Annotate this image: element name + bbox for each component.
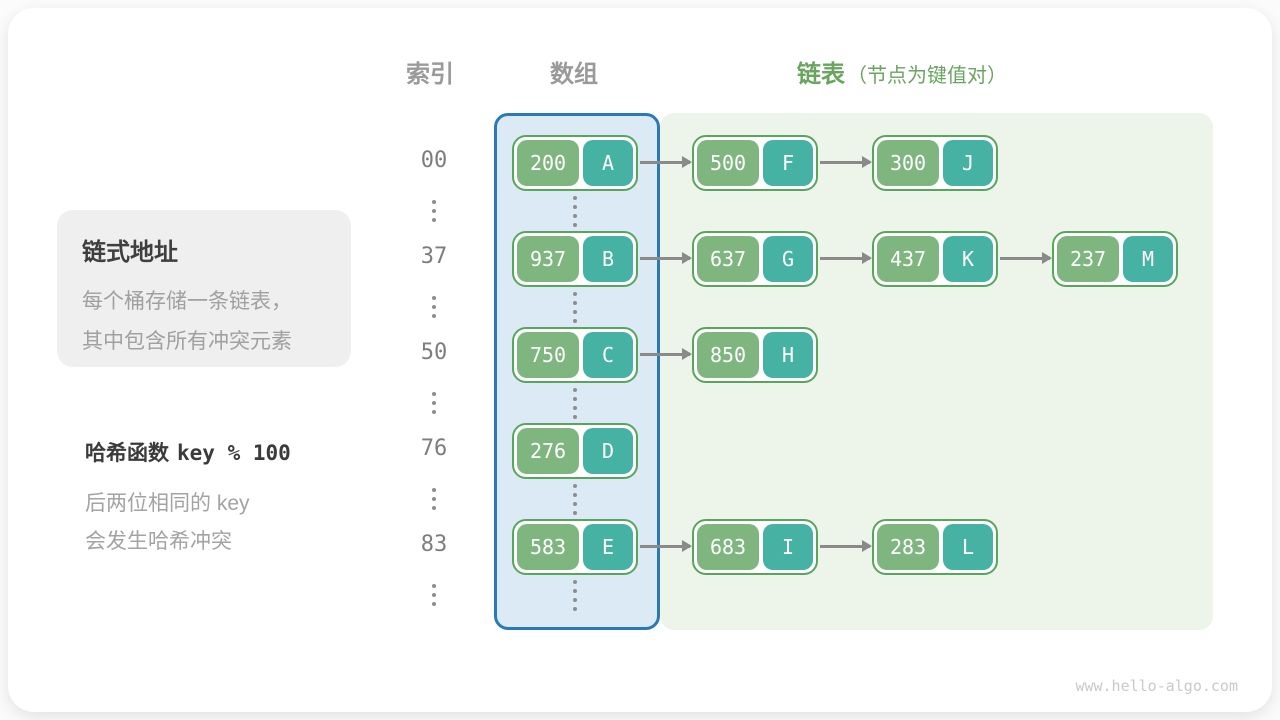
node-key: 437 [877, 236, 939, 282]
ellipsis-dots [573, 292, 577, 323]
arrow-right-icon [640, 156, 692, 168]
node-key: 637 [697, 236, 759, 282]
node-key: 500 [697, 140, 759, 186]
arrow-right-icon [820, 252, 872, 264]
pair-node-300-J: 300 J [872, 135, 998, 191]
ellipsis-dots [432, 296, 436, 318]
node-value: J [943, 140, 993, 186]
hash-note-line-2: 会发生哈希冲突 [85, 530, 232, 553]
pair-node-937-B: 937 B [512, 231, 638, 287]
ellipsis-dots [432, 488, 436, 510]
list-header-label: 链表 [797, 61, 845, 88]
hash-function-note: 哈希函数 key % 100 后两位相同的 key 会发生哈希冲突 [85, 437, 291, 561]
watermark-text: www.hello-algo.com [1075, 677, 1238, 695]
node-value: G [763, 236, 813, 282]
node-key: 583 [517, 524, 579, 570]
node-value: F [763, 140, 813, 186]
hash-note-line-1: 后两位相同的 key [85, 492, 250, 515]
pair-node-850-H: 850 H [692, 327, 818, 383]
pair-node-683-I: 683 I [692, 519, 818, 575]
pair-node-237-M: 237 M [1052, 231, 1178, 287]
index-label-37: 37 [420, 244, 448, 269]
list-column-header: 链表 （节点为键值对） [797, 54, 1007, 89]
ellipsis-dots [573, 580, 577, 611]
array-column-header: 数组 [550, 61, 598, 88]
hash-function-title: 哈希函数 key % 100 [85, 437, 291, 467]
node-key: 937 [517, 236, 579, 282]
info-box-title: 链式地址 [82, 239, 178, 266]
pair-node-583-E: 583 E [512, 519, 638, 575]
arrow-right-icon [640, 348, 692, 360]
node-key: 237 [1057, 236, 1119, 282]
ellipsis-dots [432, 584, 436, 606]
pair-node-500-F: 500 F [692, 135, 818, 191]
index-label-00: 00 [420, 148, 448, 173]
chaining-info-box: 链式地址 每个桶存储一条链表， 其中包含所有冲突元素 [57, 210, 351, 367]
hash-function-code: key % 100 [177, 441, 291, 465]
list-header-note: （节点为键值对） [847, 65, 1007, 87]
node-value: K [943, 236, 993, 282]
node-key: 283 [877, 524, 939, 570]
pair-node-637-G: 637 G [692, 231, 818, 287]
node-value: I [763, 524, 813, 570]
node-value: L [943, 524, 993, 570]
ellipsis-dots [432, 200, 436, 222]
node-value: H [763, 332, 813, 378]
arrow-right-icon [820, 156, 872, 168]
node-value: A [583, 140, 633, 186]
arrow-right-icon [1000, 252, 1052, 264]
node-key: 200 [517, 140, 579, 186]
ellipsis-dots [573, 196, 577, 227]
node-key: 850 [697, 332, 759, 378]
ellipsis-dots [573, 484, 577, 515]
index-label-83: 83 [420, 532, 448, 557]
node-key: 300 [877, 140, 939, 186]
arrow-right-icon [820, 540, 872, 552]
arrow-right-icon [640, 252, 692, 264]
pair-node-437-K: 437 K [872, 231, 998, 287]
pair-node-750-C: 750 C [512, 327, 638, 383]
arrow-right-icon [640, 540, 692, 552]
node-key: 276 [517, 428, 579, 474]
index-label-76: 76 [420, 436, 448, 461]
node-value: E [583, 524, 633, 570]
node-value: C [583, 332, 633, 378]
ellipsis-dots [573, 388, 577, 419]
node-value: M [1123, 236, 1173, 282]
node-value: B [583, 236, 633, 282]
index-label-50: 50 [420, 340, 448, 365]
hash-function-label: 哈希函数 [85, 442, 169, 465]
ellipsis-dots [432, 392, 436, 414]
node-key: 750 [517, 332, 579, 378]
pair-node-200-A: 200 A [512, 135, 638, 191]
pair-node-283-L: 283 L [872, 519, 998, 575]
pair-node-276-D: 276 D [512, 423, 638, 479]
node-key: 683 [697, 524, 759, 570]
info-box-line-1: 每个桶存储一条链表， [82, 290, 292, 313]
index-column-header: 索引 [406, 61, 454, 88]
node-value: D [583, 428, 633, 474]
info-box-line-2: 其中包含所有冲突元素 [82, 330, 292, 353]
info-box-body: 每个桶存储一条链表， 其中包含所有冲突元素 [82, 282, 292, 362]
hash-function-body: 后两位相同的 key 会发生哈希冲突 [85, 485, 291, 561]
